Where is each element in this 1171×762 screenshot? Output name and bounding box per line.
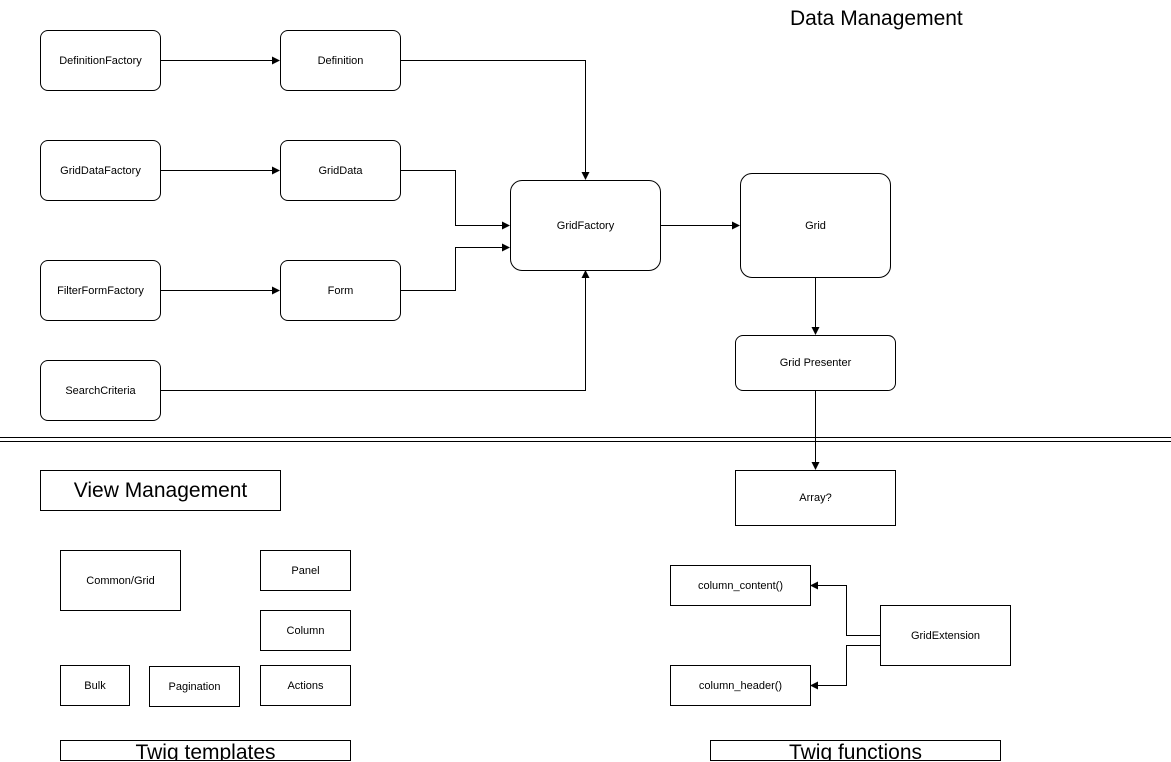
template-panel: Panel (260, 550, 351, 591)
twig-functions-label: Twig functions (710, 740, 1001, 761)
template-column: Column (260, 610, 351, 651)
node-searchcriteria: SearchCriteria (40, 360, 161, 421)
node-definition: Definition (280, 30, 401, 91)
edge-griddata-gridfactory (400, 170, 510, 230)
node-griddata: GridData (280, 140, 401, 201)
function-column-header: column_header() (670, 665, 811, 706)
node-form: Form (280, 260, 401, 321)
edge-searchcriteria-gridfactory (160, 270, 590, 391)
template-bulk: Bulk (60, 665, 130, 706)
node-array: Array? (735, 470, 896, 526)
node-gridfactory: GridFactory (510, 180, 661, 271)
node-filterformfactory: FilterFormFactory (40, 260, 161, 321)
edge-definition-gridfactory (400, 60, 590, 180)
node-gridextension: GridExtension (880, 605, 1011, 666)
edge-gridextension-columnheader (810, 645, 880, 690)
edge-gridextension-columncontent (810, 581, 880, 636)
template-pagination: Pagination (149, 666, 240, 707)
template-common-grid: Common/Grid (60, 550, 181, 611)
node-definitionfactory: DefinitionFactory (40, 30, 161, 91)
template-actions: Actions (260, 665, 351, 706)
node-grid: Grid (740, 173, 891, 278)
edge-form-gridfactory (400, 243, 510, 291)
view-management-title: View Management (40, 470, 281, 511)
twig-templates-label: Twig templates (60, 740, 351, 761)
node-gridpresenter: Grid Presenter (735, 335, 896, 391)
function-column-content: column_content() (670, 565, 811, 606)
node-griddatafactory: GridDataFactory (40, 140, 161, 201)
data-management-title: Data Management (790, 7, 963, 30)
